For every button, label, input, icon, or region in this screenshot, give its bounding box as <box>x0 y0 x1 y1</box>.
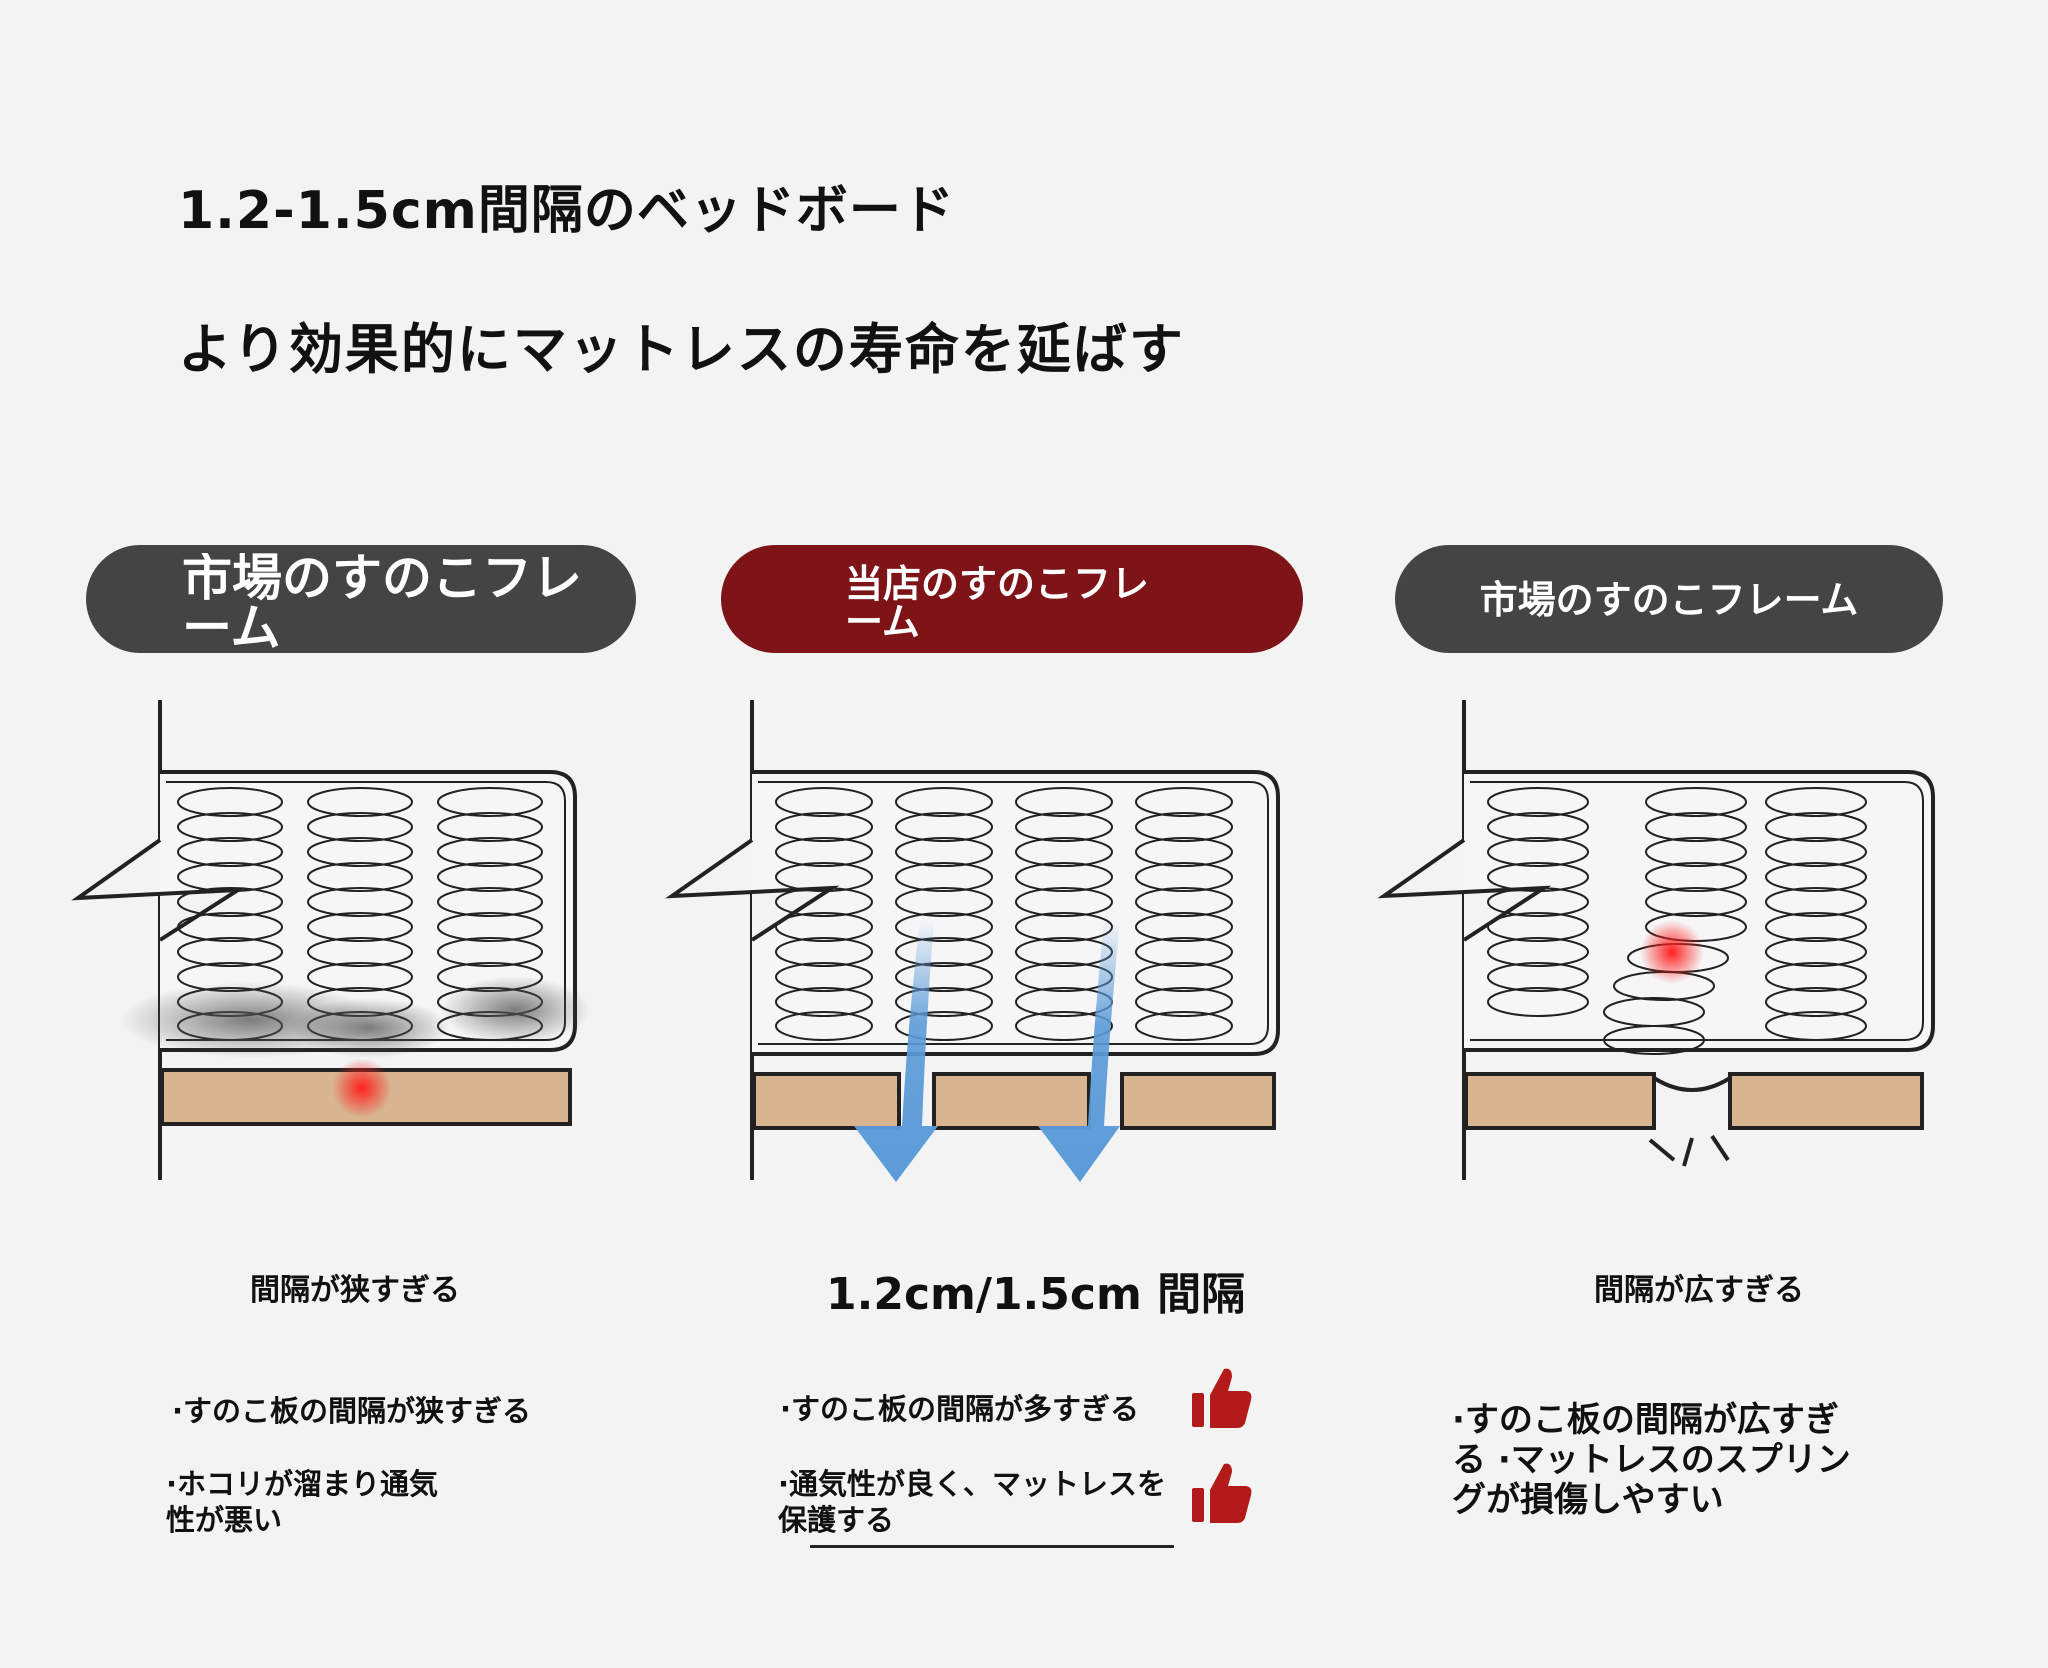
dust-cloud <box>290 998 450 1058</box>
slat <box>1728 1072 1924 1130</box>
dust-cloud <box>440 976 590 1044</box>
sagging-mattress <box>1652 1076 1732 1092</box>
market-frame-label-left: 市場のすのこフレーム <box>86 545 636 653</box>
thumbs-up-icon <box>1192 1368 1252 1428</box>
pill-text: 当店のすのこフレーム <box>845 562 1150 644</box>
thumbs-up-icon <box>1192 1463 1252 1523</box>
damage-spot <box>332 1058 392 1118</box>
caption-correct-gap: 1.2cm/1.5cm 間隔 <box>826 1269 1246 1320</box>
pill-text: 市場のすのこフレーム <box>1479 578 1859 622</box>
market-frame-label-right: 市場のすのこフレーム <box>1395 545 1943 653</box>
damage-spot <box>1640 920 1704 984</box>
slat <box>1120 1072 1276 1130</box>
bullet-item: ·ホコリが溜まり通気性が悪い <box>166 1467 439 1537</box>
divider <box>810 1545 1174 1548</box>
crack-lines <box>1648 1134 1730 1167</box>
bullet-item: ·通気性が良く、マットレスを保護する <box>778 1467 1167 1537</box>
correct-gap-illustration <box>665 700 1280 1182</box>
pill-text: 市場のすのこフレーム <box>182 553 582 653</box>
airflow-arrow <box>854 920 938 1182</box>
slat <box>752 1072 901 1130</box>
our-frame-label: 当店のすのこフレーム <box>721 545 1303 653</box>
bullet-item: ·すのこ板の間隔が多すぎる <box>780 1392 1140 1426</box>
airflow-arrow <box>1038 920 1120 1182</box>
headline-line-2: より効果的にマットレスの寿命を延ばす <box>178 318 1185 381</box>
narrow-gap-illustration <box>71 700 590 1180</box>
bullet-item: ·すのこ板の間隔が広すぎる ·マットレスのスプリングが損傷しやすい <box>1452 1400 1851 1520</box>
caption-wide-gap: 間隔が広すぎる <box>1594 1273 1804 1308</box>
slat <box>932 1072 1091 1130</box>
headline-line-1: 1.2-1.5cm間隔のベッドボード <box>178 181 955 241</box>
slat <box>1464 1072 1656 1130</box>
bullet-item: ·すのこ板の間隔が狭すぎる <box>172 1394 532 1428</box>
wide-gap-illustration <box>1378 700 1935 1180</box>
caption-narrow-gap: 間隔が狭すぎる <box>250 1273 460 1308</box>
